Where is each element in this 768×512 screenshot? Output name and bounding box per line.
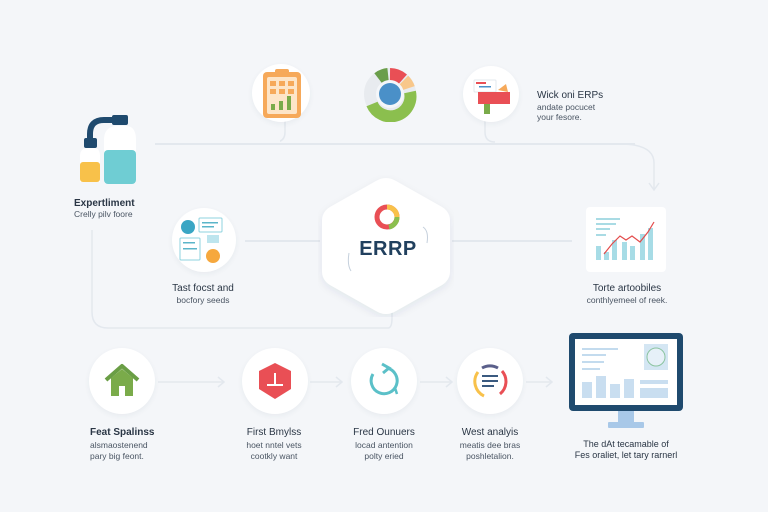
step-3-sub2: polty eried (364, 451, 404, 461)
connector-top-stubs (280, 118, 620, 144)
step-3-node[interactable] (351, 348, 417, 414)
hub-logo-ring-icon (373, 203, 401, 231)
step-2-title: First Bmylss (246, 427, 302, 438)
mailbox-title: Wick oni ERPs (537, 90, 604, 101)
step-2-sub1: hoet nntel vets (246, 440, 302, 450)
shield-icon (255, 361, 295, 401)
arrow-3-4 (420, 376, 456, 388)
monitor-caption-2: Fes oraliet, let tary rarnerl (574, 450, 678, 460)
step-2-sub2: cootkly want (250, 451, 298, 461)
step-1-sub2: pary big feont. (90, 451, 144, 461)
clipboard-chart-icon (262, 68, 302, 120)
growth-chart-title: Torte artoobiles (592, 283, 662, 294)
documents-icon (176, 212, 232, 268)
step-4-sub2: poshletalion. (466, 451, 514, 461)
monitor-caption-1: The dAt tecamable of (583, 439, 669, 449)
connector-top (155, 143, 635, 145)
house-icon (104, 362, 140, 398)
step-3-title: Fred Ounuers (353, 427, 415, 438)
experiment-subtitle: Crelly pilv foore (74, 209, 133, 219)
connector-loop-left (90, 230, 400, 330)
growth-chart-icon (592, 214, 660, 266)
arrow-2-3 (310, 376, 346, 388)
mailbox-subtitle-2: your fesore. (537, 112, 582, 122)
report-cycle-icon (470, 362, 510, 402)
connector-hub-right (452, 240, 572, 242)
growth-chart-subtitle: conthlyemeel of reek. (586, 295, 668, 305)
documents-title: Tast focst and (172, 283, 234, 294)
connector-top-right-curve (620, 143, 660, 193)
connector-left-hub (245, 240, 320, 242)
step-4-sub1: meatis dee bras (459, 440, 521, 450)
hub-cycle-arrows-icon (345, 225, 431, 275)
donut-chart-icon[interactable] (362, 66, 418, 122)
dashboard-monitor-icon[interactable] (568, 332, 684, 432)
step-4-title: West analyis (461, 427, 519, 438)
mailbox-subtitle-1: andate pocucet (537, 102, 596, 112)
arrow-4-5 (526, 376, 556, 388)
experiment-title: Expertliment (74, 198, 135, 209)
step-1-sub1: alsmaostenend (90, 440, 148, 450)
documents-subtitle: bocfory seeds (176, 295, 230, 305)
hub-title: ERRP (359, 238, 417, 260)
hub-hexagon[interactable] (318, 175, 454, 317)
step-3-sub1: locad antention (355, 440, 413, 450)
step-1-title: Feat Spalinss (90, 427, 155, 438)
mailbox-icon (472, 78, 514, 116)
refresh-icon (365, 362, 403, 400)
flask-bottles-icon (74, 112, 144, 187)
arrow-1-2 (158, 376, 228, 388)
